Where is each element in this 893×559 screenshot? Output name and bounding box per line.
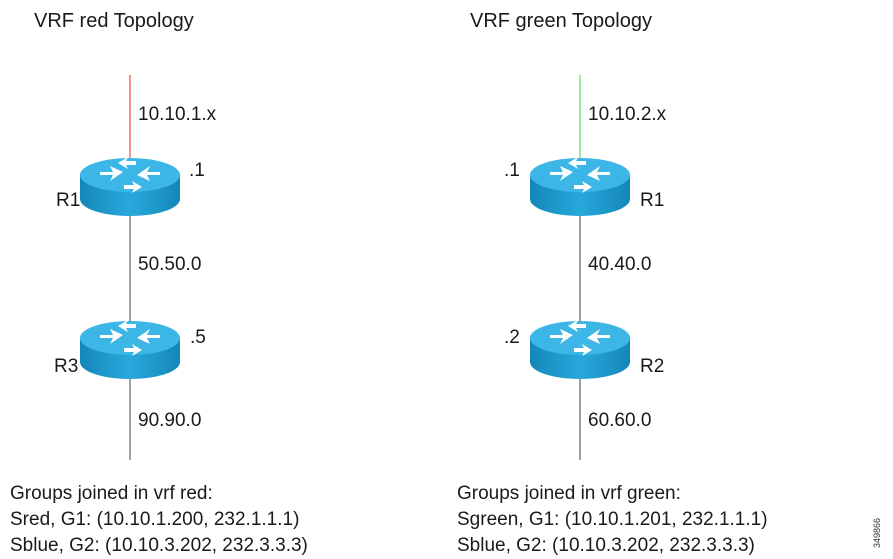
green-down-subnet: 60.60.0 [588,410,652,431]
red-r1-name: R1 [56,190,81,211]
green-r2-name: R2 [640,356,665,377]
red-group-2: Sblue, G2: (10.10.3.202, 232.3.3.3) [10,535,308,556]
green-groups-heading: Groups joined in vrf green: [457,483,681,504]
red-r1-router-icon [80,157,180,216]
green-r1-host: .1 [504,160,520,181]
green-r1-name: R1 [640,190,665,211]
green-group-2: Sblue, G2: (10.10.3.202, 232.3.3.3) [457,535,755,556]
green-r2-host: .2 [504,327,520,348]
figure-id: 349866 [872,517,882,548]
red-group-1: Sred, G1: (10.10.1.200, 232.1.1.1) [10,509,300,530]
green-mid-subnet: 40.40.0 [588,254,652,275]
green-r1-router-icon [530,157,630,216]
green-groups-block: Groups joined in vrf green: Sgreen, G1: … [457,481,768,559]
green-group-1: Sgreen, G1: (10.10.1.201, 232.1.1.1) [457,509,768,530]
green-uplink-subnet: 10.10.2.x [588,104,667,125]
red-r3-name: R3 [54,356,79,377]
red-topology-title: VRF red Topology [34,10,194,32]
red-mid-subnet: 50.50.0 [138,254,202,275]
red-groups-block: Groups joined in vrf red: Sred, G1: (10.… [10,481,308,559]
red-r1-host: .1 [189,160,205,181]
red-r3-host: .5 [190,327,206,348]
red-r3-router-icon [80,320,180,379]
red-uplink-subnet: 10.10.1.x [138,104,217,125]
green-r2-router-icon [530,320,630,379]
red-groups-heading: Groups joined in vrf red: [10,483,213,504]
green-topology-title: VRF green Topology [470,10,652,32]
red-down-subnet: 90.90.0 [138,410,202,431]
